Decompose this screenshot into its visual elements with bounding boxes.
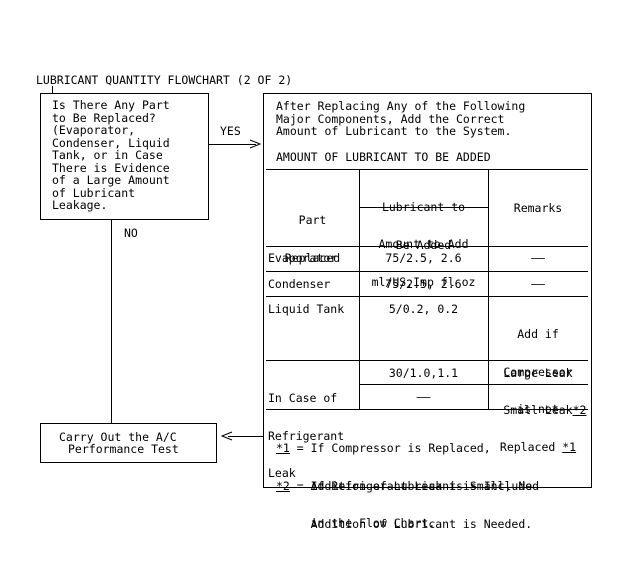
row-leak-small-amount: —— <box>416 390 431 404</box>
row-evaporator-remarks: —— <box>531 251 545 265</box>
col-line-2 <box>488 169 489 409</box>
header-subline <box>359 207 488 208</box>
note-ref-2: *2 <box>572 402 587 417</box>
yes-connector-line <box>209 144 256 145</box>
question-line: Is There Any Part <box>52 98 170 112</box>
note-1-mark: *1 <box>276 441 290 455</box>
intro-line: Amount of Lubricant to the System. <box>276 124 512 138</box>
header-remarks: Remarks <box>513 201 563 215</box>
row-evaporator-amount: 75/2.5, 2.6 <box>385 251 462 265</box>
header-part: Part Replaced <box>284 213 341 265</box>
row-condenser-amount: 75/2.5, 2.6 <box>385 277 462 291</box>
row-condenser-remarks: —— <box>531 277 545 291</box>
row-liquid-tank-part: Liquid Tank <box>268 302 345 316</box>
yes-label: YES <box>220 124 241 138</box>
row-leak-small-remarks: Small Leak*2 <box>503 402 587 417</box>
question-line: of Lubricant <box>52 185 136 200</box>
question-line: (Evaporator, <box>52 123 136 137</box>
action-line-1: Carry Out the A/C <box>59 430 177 444</box>
action-box: Carry Out the A/C Performance Test <box>40 423 217 463</box>
no-connector-line <box>111 220 112 423</box>
return-arrow-head-icon <box>220 431 233 441</box>
question-line: There is Evidence <box>52 160 170 175</box>
header-amount: Amount to Add ml/US,Imp fl oz <box>371 237 476 289</box>
title-connector-line <box>52 86 53 93</box>
row-leak-large-amount: 30/1.0,1.1 <box>388 366 459 380</box>
table-title: AMOUNT OF LUBRICANT TO BE ADDED <box>276 150 491 164</box>
row-liquid-tank-remarks: Add if Compressor is not Replaced *1 <box>499 327 577 454</box>
row-line-3 <box>266 360 588 361</box>
yes-arrow-head-icon <box>249 139 262 149</box>
question-line: to Be Replaced? <box>52 110 156 125</box>
question-line: Tank, or in Case <box>52 148 163 162</box>
no-label: NO <box>124 226 138 240</box>
row-leak-large-remarks: Large Leak <box>503 366 573 380</box>
header-lubricant: Lubricant to Be Added <box>381 200 466 252</box>
row-liquid-tank-amount: 5/0.2, 0.2 <box>388 302 459 316</box>
col-line-1 <box>359 169 360 409</box>
note-2: *2 = If Refrigerant Leak is Small, No Ad… <box>276 479 533 531</box>
note-1: *1 = If Compressor is Replaced, Addition… <box>276 441 540 530</box>
leak-split-line <box>359 384 588 385</box>
row-line-2 <box>266 296 588 297</box>
note-2-mark: *2 <box>276 479 290 493</box>
table-bottom-line <box>266 409 588 410</box>
flowchart-title: LUBRICANT QUANTITY FLOWCHART (2 OF 2) <box>36 73 293 87</box>
question-line: of a Large Amount <box>52 173 170 187</box>
header-bottom-line <box>266 246 588 247</box>
action-line-2: Performance Test <box>68 442 179 456</box>
question-line: Condenser, Liquid <box>52 135 170 150</box>
intro-line: After Replacing Any of the Following <box>276 99 526 113</box>
row-line-1 <box>266 271 588 272</box>
row-condenser-part: Condenser <box>268 277 331 291</box>
question-line: Leakage. <box>52 198 108 212</box>
row-evaporator-part: Evaporator <box>268 251 338 265</box>
return-connector-line <box>228 436 263 437</box>
intro-line: Major Components, Add the Correct <box>276 111 505 126</box>
table-top-line <box>266 169 588 170</box>
row-leak-part: In Case of Refrigerant Leak <box>268 391 345 480</box>
info-box <box>263 93 592 488</box>
note-ref-1: *1 <box>562 439 577 454</box>
